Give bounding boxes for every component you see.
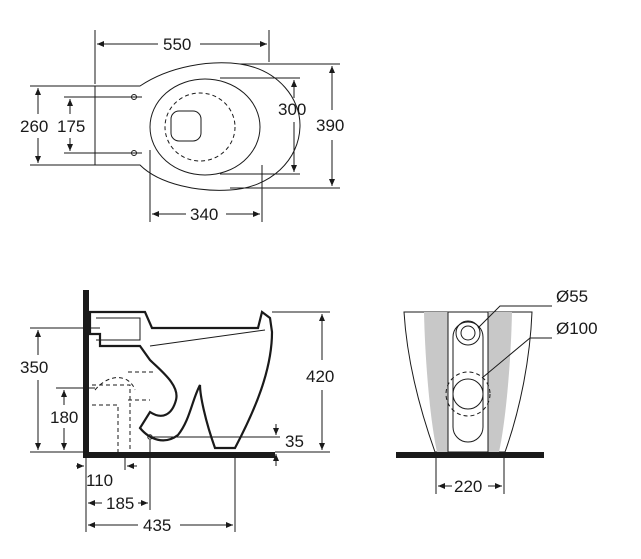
dim-side-height: 420: [306, 367, 334, 386]
dim-side-d110: 110: [86, 471, 113, 490]
rear-grey-panel-left: [424, 312, 448, 452]
dim-rear-small-diam: Ø55: [556, 287, 588, 306]
dim-top-height-bowl: 300: [278, 100, 306, 119]
dim-top-width: 550: [163, 35, 191, 54]
dim-side-outlet-height: 350: [20, 358, 48, 377]
rear-body-outline: [403, 311, 533, 453]
top-inner-dashed: [164, 92, 236, 162]
dim-side-inlet-height: 180: [50, 408, 78, 427]
rear-grey-panel-right: [488, 312, 512, 452]
dim-top-fix-inner: 175: [57, 117, 85, 136]
dim-rear-base-width: 220: [454, 477, 482, 496]
side-hidden-pipe: [92, 371, 155, 452]
side-floor: [83, 452, 275, 458]
top-view: 550 390 300 260 175 340: [20, 30, 344, 224]
rear-view: Ø55 Ø100 220: [396, 287, 598, 496]
top-bowl-outline: [94, 62, 301, 191]
side-view: 420 350 180 35 110 185 435: [20, 290, 334, 535]
dim-top-height-outer: 390: [316, 116, 344, 135]
rear-floor: [396, 452, 544, 458]
rear-small-outlet: [455, 320, 481, 346]
rear-center-slot: [447, 311, 489, 453]
top-inner-bowl: [149, 78, 261, 176]
side-wall: [83, 290, 89, 458]
dim-top-fix-outer: 260: [20, 117, 48, 136]
dim-side-d185: 185: [106, 494, 134, 513]
dim-top-bowl-len: 340: [190, 205, 218, 224]
dim-side-floor-offset: 35: [285, 432, 304, 451]
dim-side-d435: 435: [143, 516, 171, 535]
rear-large-outlet: [445, 371, 491, 417]
side-bowl-outline: [88, 310, 274, 450]
top-drain-square: [170, 110, 202, 142]
dim-rear-large-diam: Ø100: [556, 319, 598, 338]
